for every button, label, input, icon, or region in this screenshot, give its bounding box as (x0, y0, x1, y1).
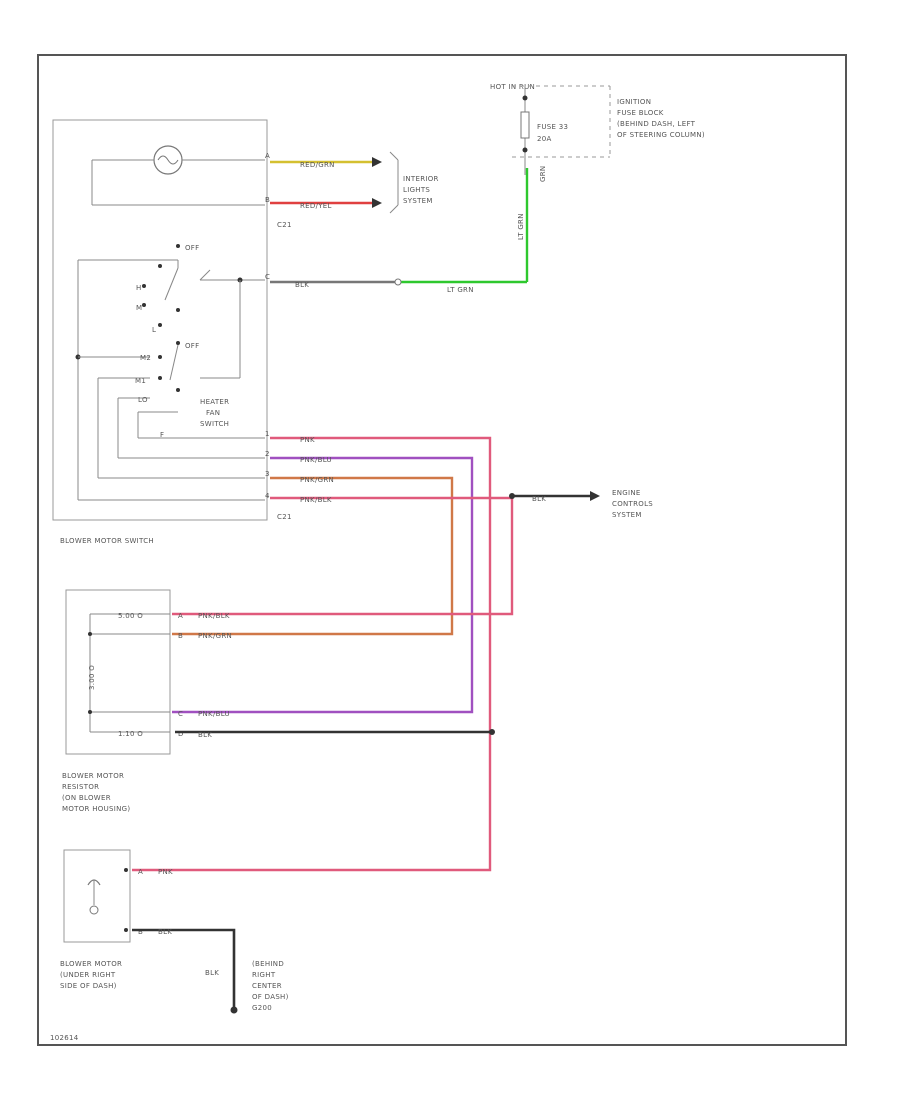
switch-off-2: OFF (185, 342, 199, 350)
resistor-1: 5.00 O (118, 612, 143, 620)
wire-pnk-blk-label: PNK/BLK (300, 496, 332, 504)
interior-lights-line-2: LIGHTS (403, 186, 430, 194)
connector-c1-label: C21 (277, 221, 292, 229)
resistor-label-2: RESISTOR (62, 783, 99, 791)
ground-label-5: G200 (252, 1004, 272, 1012)
resistor-3: 1.10 O (118, 730, 143, 738)
svg-text:3: 3 (265, 470, 270, 478)
svg-text:1: 1 (265, 430, 270, 438)
wire-blk-ground-label: BLK (158, 928, 172, 936)
wire-blk-resistor-label: BLK (198, 731, 212, 739)
heater-fan-line-2: FAN (206, 409, 220, 417)
svg-text:M: M (136, 304, 142, 312)
motor-label-1: BLOWER MOTOR (60, 960, 122, 968)
illumination-lamp-icon (153, 145, 183, 175)
fuse-block-line-2: FUSE BLOCK (617, 109, 664, 117)
ground-label-4: OF DASH) (252, 993, 289, 1001)
wire-grn-label: GRN (539, 166, 547, 182)
engine-controls-line-1: ENGINE (612, 489, 641, 497)
wire-pnk-label: PNK (300, 436, 315, 444)
svg-text:PNK/BLK: PNK/BLK (198, 612, 230, 620)
wire-blk-v-label: BLK (205, 969, 219, 977)
wire-blk-label: BLK (295, 281, 309, 289)
wire-lt-grn-label: LT GRN (447, 286, 474, 294)
svg-text:A: A (138, 868, 143, 876)
resistor-label-4: MOTOR HOUSING) (62, 805, 130, 813)
switch-off-1: OFF (185, 244, 199, 252)
resistor-2: 3.00 O (88, 665, 96, 690)
blower-motor-resistor-box (65, 589, 171, 755)
wire-pnk-grn (172, 476, 454, 636)
svg-text:4: 4 (265, 492, 270, 500)
engine-controls-line-3: SYSTEM (612, 511, 642, 519)
fuse-rating: 20A (537, 135, 552, 143)
motor-label-2: (UNDER RIGHT (60, 971, 116, 979)
fuse-label: FUSE 33 (537, 123, 568, 131)
svg-text:F: F (160, 431, 164, 439)
svg-text:PNK: PNK (158, 868, 173, 876)
wire-pnk-blu (172, 456, 474, 714)
interior-lights-line-3: SYSTEM (403, 197, 433, 205)
svg-text:B: B (178, 632, 183, 640)
fuse-block-line-3: (BEHIND DASH, LEFT (617, 120, 696, 128)
svg-text:B: B (138, 928, 143, 936)
wire-pnk-blu-label: PNK/BLU (300, 456, 332, 464)
svg-text:LO: LO (138, 396, 148, 404)
ground-label-2: RIGHT (252, 971, 276, 979)
heater-fan-line-1: HEATER (200, 398, 229, 406)
svg-text:A: A (265, 152, 270, 160)
engine-controls-line-2: CONTROLS (612, 500, 653, 508)
fuse-block-line-4: OF STEERING COLUMN) (617, 131, 705, 139)
svg-text:M1: M1 (135, 377, 146, 385)
svg-text:C: C (265, 273, 270, 281)
svg-text:PNK/BLU: PNK/BLU (198, 710, 230, 718)
ground-label-1: (BEHIND (252, 960, 284, 968)
resistor-label-1: BLOWER MOTOR (62, 772, 124, 780)
svg-text:L: L (152, 326, 156, 334)
blower-motor-switch-box (52, 119, 268, 521)
wire-red-yel-label: RED/YEL (300, 202, 332, 210)
footer-code: 102614 (50, 1034, 79, 1042)
svg-text:PNK/GRN: PNK/GRN (198, 632, 232, 640)
svg-text:C: C (178, 710, 183, 718)
wire-pnk (132, 436, 492, 872)
blower-motor-switch-label: BLOWER MOTOR SWITCH (60, 537, 154, 545)
svg-text:2: 2 (265, 450, 270, 458)
hot-in-run-label: HOT IN RUN (490, 83, 535, 91)
heater-fan-line-3: SWITCH (200, 420, 229, 428)
fuse-33 (520, 111, 530, 139)
connector-c2-label: C21 (277, 513, 292, 521)
diagram-frame (37, 54, 847, 1046)
svg-text:M2: M2 (140, 354, 151, 362)
svg-text:A: A (178, 612, 183, 620)
blower-motor-box (63, 849, 131, 943)
motor-label-3: SIDE OF DASH) (60, 982, 117, 990)
svg-text:H: H (136, 284, 142, 292)
wire-pnk-grn-label: PNK/GRN (300, 476, 334, 484)
interior-lights-line-1: INTERIOR (403, 175, 439, 183)
wire-lt-grn-v-label: LT GRN (517, 213, 525, 240)
svg-text:D: D (178, 730, 184, 738)
resistor-label-3: (ON BLOWER (62, 794, 111, 802)
ground-icon (230, 1006, 238, 1014)
svg-text:B: B (265, 196, 270, 204)
ground-label-3: CENTER (252, 982, 282, 990)
wire-blk-engine-label: BLK (532, 495, 546, 503)
fuse-block: HOT IN RUN FUSE 33 20A IGNITION FUSE BLO… (490, 83, 705, 175)
fuse-block-line-1: IGNITION (617, 98, 651, 106)
wire-red-grn-label: RED/GRN (300, 161, 335, 169)
wire-blk-ground (132, 928, 236, 1008)
